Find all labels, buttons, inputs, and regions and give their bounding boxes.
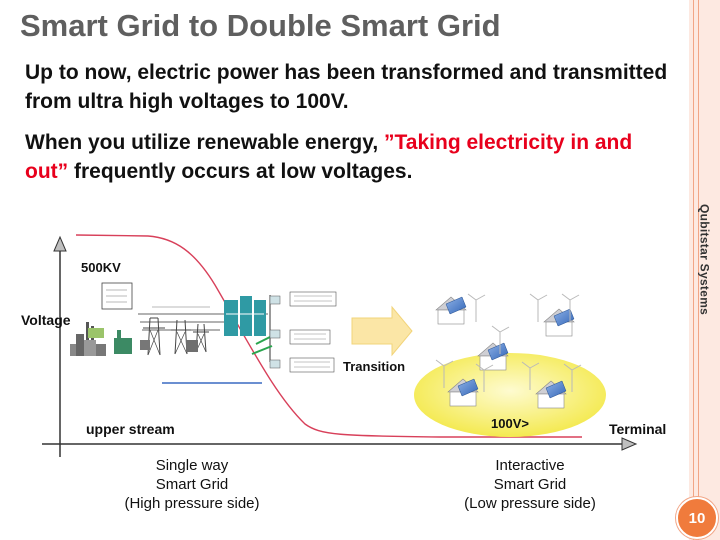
y-axis-arrow: [53, 235, 67, 252]
brand-text: Qubitstar Systems: [697, 204, 712, 316]
terminal-label: Terminal: [609, 421, 667, 437]
paragraph-2-prefix: When you utilize renewable energy,: [25, 131, 385, 154]
side-band: [689, 0, 720, 540]
transition-arrow: [351, 305, 413, 357]
paragraph-1: Up to now, electric power has been trans…: [25, 61, 668, 113]
paragraph-2: When you utilize renewable energy, ”Taki…: [25, 128, 675, 186]
paragraph-2-highlight: ”Taking electricity in and out”: [25, 131, 633, 183]
right-caption-line-1: Interactive: [495, 457, 565, 474]
left-caption: Single way Smart Grid (High pressure sid…: [92, 456, 292, 513]
low-voltage-ellipse: [414, 353, 606, 437]
left-caption-line-1: Single way: [155, 457, 229, 474]
upper-stream-label: upper stream: [86, 421, 175, 437]
brand-vertical: Qubitstar Systems: [689, 140, 720, 380]
house-cluster: [435, 296, 575, 409]
voltage-500kv-label: 500KV: [81, 260, 121, 275]
side-line: [698, 0, 699, 540]
grid-diagram: [42, 234, 638, 457]
left-caption-line-2: Smart Grid: [155, 476, 229, 493]
left-caption-line-3: (High pressure side): [124, 495, 260, 512]
power-system-figure: [70, 282, 337, 384]
paragraph-2-suffix: frequently occurs at low voltages.: [68, 160, 413, 183]
right-caption-line-2: Smart Grid: [493, 476, 567, 493]
x-axis-arrow: [621, 437, 638, 451]
y-axis-label: Voltage: [21, 312, 71, 328]
right-caption: Interactive Smart Grid (Low pressure sid…: [430, 456, 630, 513]
side-line: [693, 0, 694, 540]
wind-turbines: [435, 293, 582, 392]
slide-title: Smart Grid to Double Smart Grid: [20, 8, 501, 43]
voltage-curve: [75, 234, 582, 438]
low-voltage-label: 100V>: [491, 416, 529, 431]
page-number-badge: 10: [676, 497, 718, 539]
transition-label: Transition: [343, 359, 406, 374]
right-caption-line-3: (Low pressure side): [464, 495, 596, 512]
